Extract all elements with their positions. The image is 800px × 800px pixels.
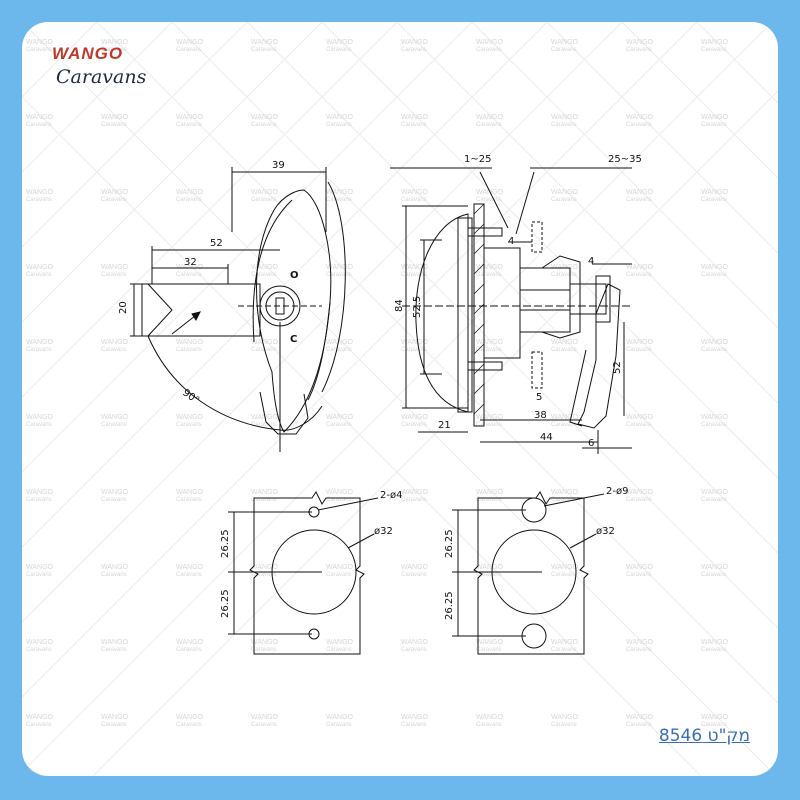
inner-height-label: 52.5	[412, 296, 423, 318]
cutout-template-left	[228, 491, 379, 655]
left-diameter-label: ø32	[374, 526, 393, 537]
thickness-label: 1~25	[464, 154, 491, 165]
left-upper-spacing-label: 26.25	[220, 529, 231, 558]
front-view	[130, 167, 346, 452]
length-a-label: 38	[534, 410, 547, 421]
brand-logo: WANGO Caravans	[48, 40, 158, 98]
bolt-height-label: 20	[118, 301, 129, 314]
cam-label: 52	[612, 361, 623, 374]
right-lower-spacing-label: 26.25	[444, 591, 455, 620]
technical-drawing: 39 52 32 20 90° O C 1~25 25~35 84 52.5 4…	[118, 154, 642, 655]
handle-oval	[256, 189, 332, 433]
handle-profile	[415, 213, 469, 413]
length-b-label: 44	[540, 432, 553, 443]
front-width-label: 39	[272, 160, 285, 171]
gap-label: 4	[588, 256, 594, 267]
nut-label: 4	[508, 236, 514, 247]
cutout-template-right	[452, 491, 605, 655]
bolt	[141, 283, 261, 337]
range-label: 25~35	[608, 154, 642, 165]
bolt-depth-label: 32	[184, 257, 197, 268]
product-sku: מק"ט 8546	[658, 726, 750, 746]
logo-brand-top: WANGO	[52, 44, 124, 63]
right-upper-spacing-label: 26.25	[444, 529, 455, 558]
left-hole-label: 2-ø4	[380, 490, 402, 501]
right-diameter-label: ø32	[596, 526, 615, 537]
right-hole-label: 2-ø9	[606, 486, 628, 497]
close-label: C	[290, 334, 297, 345]
height-label: 84	[394, 299, 405, 312]
side-view	[390, 167, 632, 454]
side-depth-label: 21	[438, 420, 451, 431]
front-depth-label: 52	[210, 238, 223, 249]
left-lower-spacing-label: 26.25	[220, 589, 231, 618]
logo-brand-bottom: Caravans	[56, 66, 147, 88]
open-label: O	[290, 270, 299, 281]
dimension-labels: 39 52 32 20 90° O C 1~25 25~35 84 52.5 4…	[118, 154, 642, 620]
swing-angle-label: 90°	[180, 387, 201, 406]
offset-label: 6	[588, 438, 594, 449]
bottom-gap-label: 5	[536, 392, 542, 403]
cam-arm	[577, 283, 621, 429]
